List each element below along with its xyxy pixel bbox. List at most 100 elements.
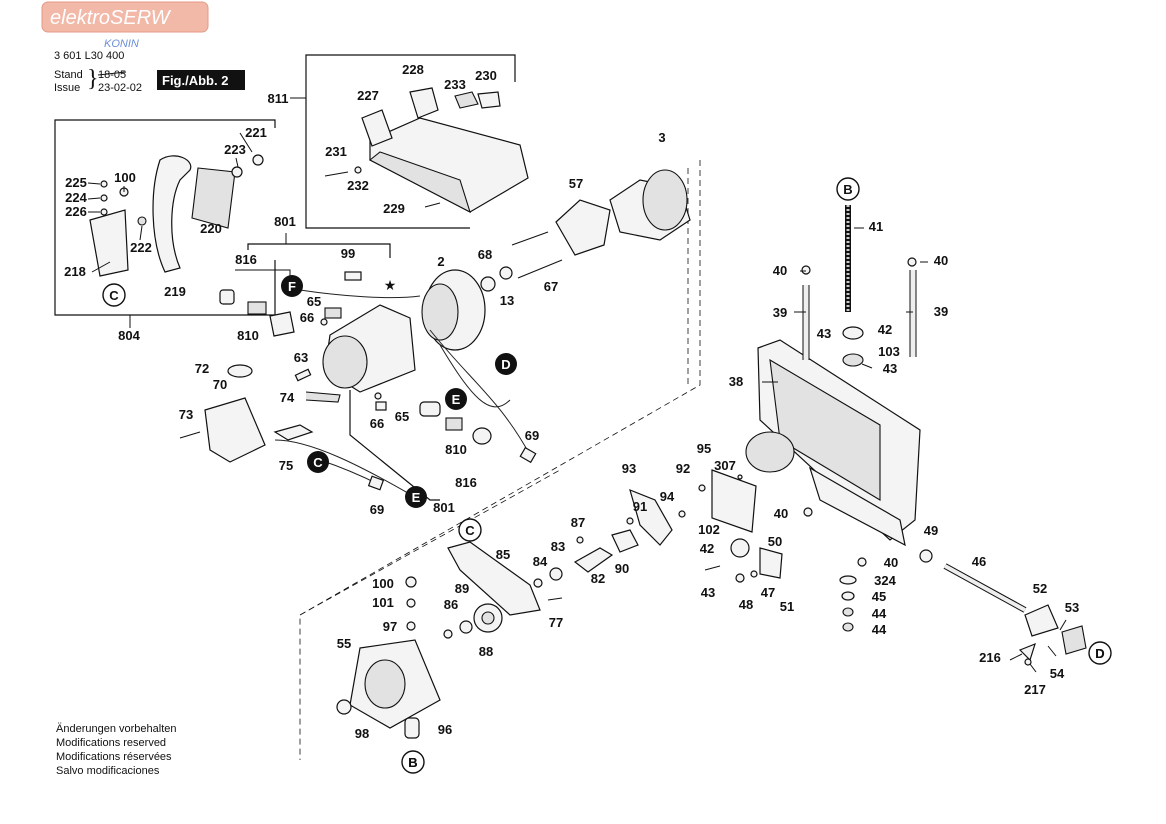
part-number-label: 230	[475, 68, 497, 83]
part-number-label: 40	[884, 555, 898, 570]
part-number-label: B	[408, 755, 417, 770]
part-number-label: 221	[245, 125, 267, 140]
part-number-label: 84	[533, 554, 548, 569]
group-811	[290, 54, 529, 229]
svg-text:C: C	[465, 523, 475, 538]
part-number-label: 96	[438, 722, 452, 737]
motor-assembly	[179, 169, 691, 501]
part-number-label: 307	[714, 458, 736, 473]
brand-sub: KONIN	[104, 38, 139, 50]
svg-text:}: }	[87, 66, 99, 92]
part-number-label: 77	[549, 615, 563, 630]
issue-label: Issue	[54, 82, 80, 94]
part-number-label: 40	[774, 506, 788, 521]
footer-de: Änderungen vorbehalten	[56, 723, 176, 735]
part-number-label: 101	[372, 595, 394, 610]
part-number-label: 46	[972, 554, 986, 569]
marker-c-black: C	[307, 451, 329, 473]
marker-b-top: B	[836, 177, 860, 201]
part-number-label: 810	[237, 328, 259, 343]
svg-text:E: E	[452, 392, 461, 407]
frame-assembly	[698, 205, 1087, 666]
part-number-label: 3	[658, 130, 665, 145]
marker-e-black-2: E	[405, 486, 427, 508]
part-number-label: 43	[817, 326, 831, 341]
part-number-label: 224	[65, 190, 87, 205]
part-number-label: 88	[479, 644, 493, 659]
marker-d-black: D	[495, 353, 517, 375]
part-number-label: 99	[341, 246, 355, 261]
svg-text:C: C	[313, 455, 323, 470]
part-number-label: 801	[274, 214, 296, 229]
part-number-label: 93	[622, 461, 636, 476]
part-number-label: 57	[569, 176, 583, 191]
part-number-label: 232	[347, 178, 369, 193]
part-number-label: 42	[700, 541, 714, 556]
part-number-label: 65	[307, 294, 321, 309]
part-number-label: 811	[268, 91, 289, 106]
part-number-label: 72	[195, 361, 209, 376]
part-number-label: 54	[1050, 666, 1065, 681]
part-number-label: 223	[224, 142, 246, 157]
brand-name: elektroSERW	[50, 7, 172, 29]
part-number-label: 38	[729, 374, 743, 389]
part-number-label: 49	[924, 523, 938, 538]
group-804	[54, 119, 276, 328]
part-number-label: 222	[130, 240, 152, 255]
part-number-label: 42	[878, 322, 892, 337]
part-number-label: 233	[444, 77, 466, 92]
part-number-label: 50	[768, 534, 782, 549]
footer-notes: Änderungen vorbehalten Modifications res…	[56, 723, 176, 777]
part-number-label: 55	[337, 636, 351, 651]
part-number-label: 66	[370, 416, 384, 431]
part-number-label: 801	[433, 500, 455, 515]
footer-fr: Modifications réservées	[56, 751, 172, 763]
part-number-label: 220	[200, 221, 222, 236]
part-number-label: 97	[383, 619, 397, 634]
part-number-label: 216	[979, 650, 1001, 665]
part-number-label: 69	[525, 428, 539, 443]
part-number-label: 103	[878, 344, 900, 359]
part-number-label: 52	[1033, 581, 1047, 596]
part-number-label: 44	[872, 606, 887, 621]
part-code: 3 601 L30 400	[54, 50, 124, 62]
lower-assembly	[336, 488, 686, 739]
part-number-label: 226	[65, 204, 87, 219]
part-number-label: 83	[551, 539, 565, 554]
brand-logo: elektroSERW KONIN	[41, 1, 209, 50]
part-number-label: 47	[761, 585, 775, 600]
part-number-label: 98	[355, 726, 369, 741]
issue-value: 23-02-02	[98, 82, 142, 94]
svg-text:D: D	[501, 357, 510, 372]
part-number-label: 43	[883, 361, 897, 376]
part-number-label: 91	[633, 499, 647, 514]
part-number-label: 102	[698, 522, 720, 537]
part-number-label: 219	[164, 284, 186, 299]
footer-en: Modifications reserved	[56, 737, 166, 749]
part-number-label: 324	[874, 573, 896, 588]
part-number-label: 85	[496, 547, 510, 562]
part-number-label: 218	[64, 264, 86, 279]
part-number-label: 45	[872, 589, 886, 604]
part-number-label: 2	[437, 254, 444, 269]
marker-b-bottom: B	[401, 750, 425, 774]
part-number-label: 86	[444, 597, 458, 612]
part-number-label: 100	[372, 576, 394, 591]
part-number-label: 68	[478, 247, 492, 262]
part-number-label: 228	[402, 62, 424, 77]
part-number-label: D	[1095, 646, 1104, 661]
part-number-label: 51	[780, 599, 794, 614]
svg-text:C: C	[109, 288, 119, 303]
marker-f-black: F	[281, 275, 303, 297]
part-number-label: 40	[934, 253, 948, 268]
part-number-label: 100	[114, 170, 136, 185]
part-number-label: 231	[325, 144, 347, 159]
part-number-label: 39	[773, 305, 787, 320]
part-number-label: 225	[65, 175, 87, 190]
part-number-label: 48	[739, 597, 753, 612]
part-number-label: 70	[213, 377, 227, 392]
part-number-label: 816	[235, 252, 257, 267]
part-number-label: 53	[1065, 600, 1079, 615]
